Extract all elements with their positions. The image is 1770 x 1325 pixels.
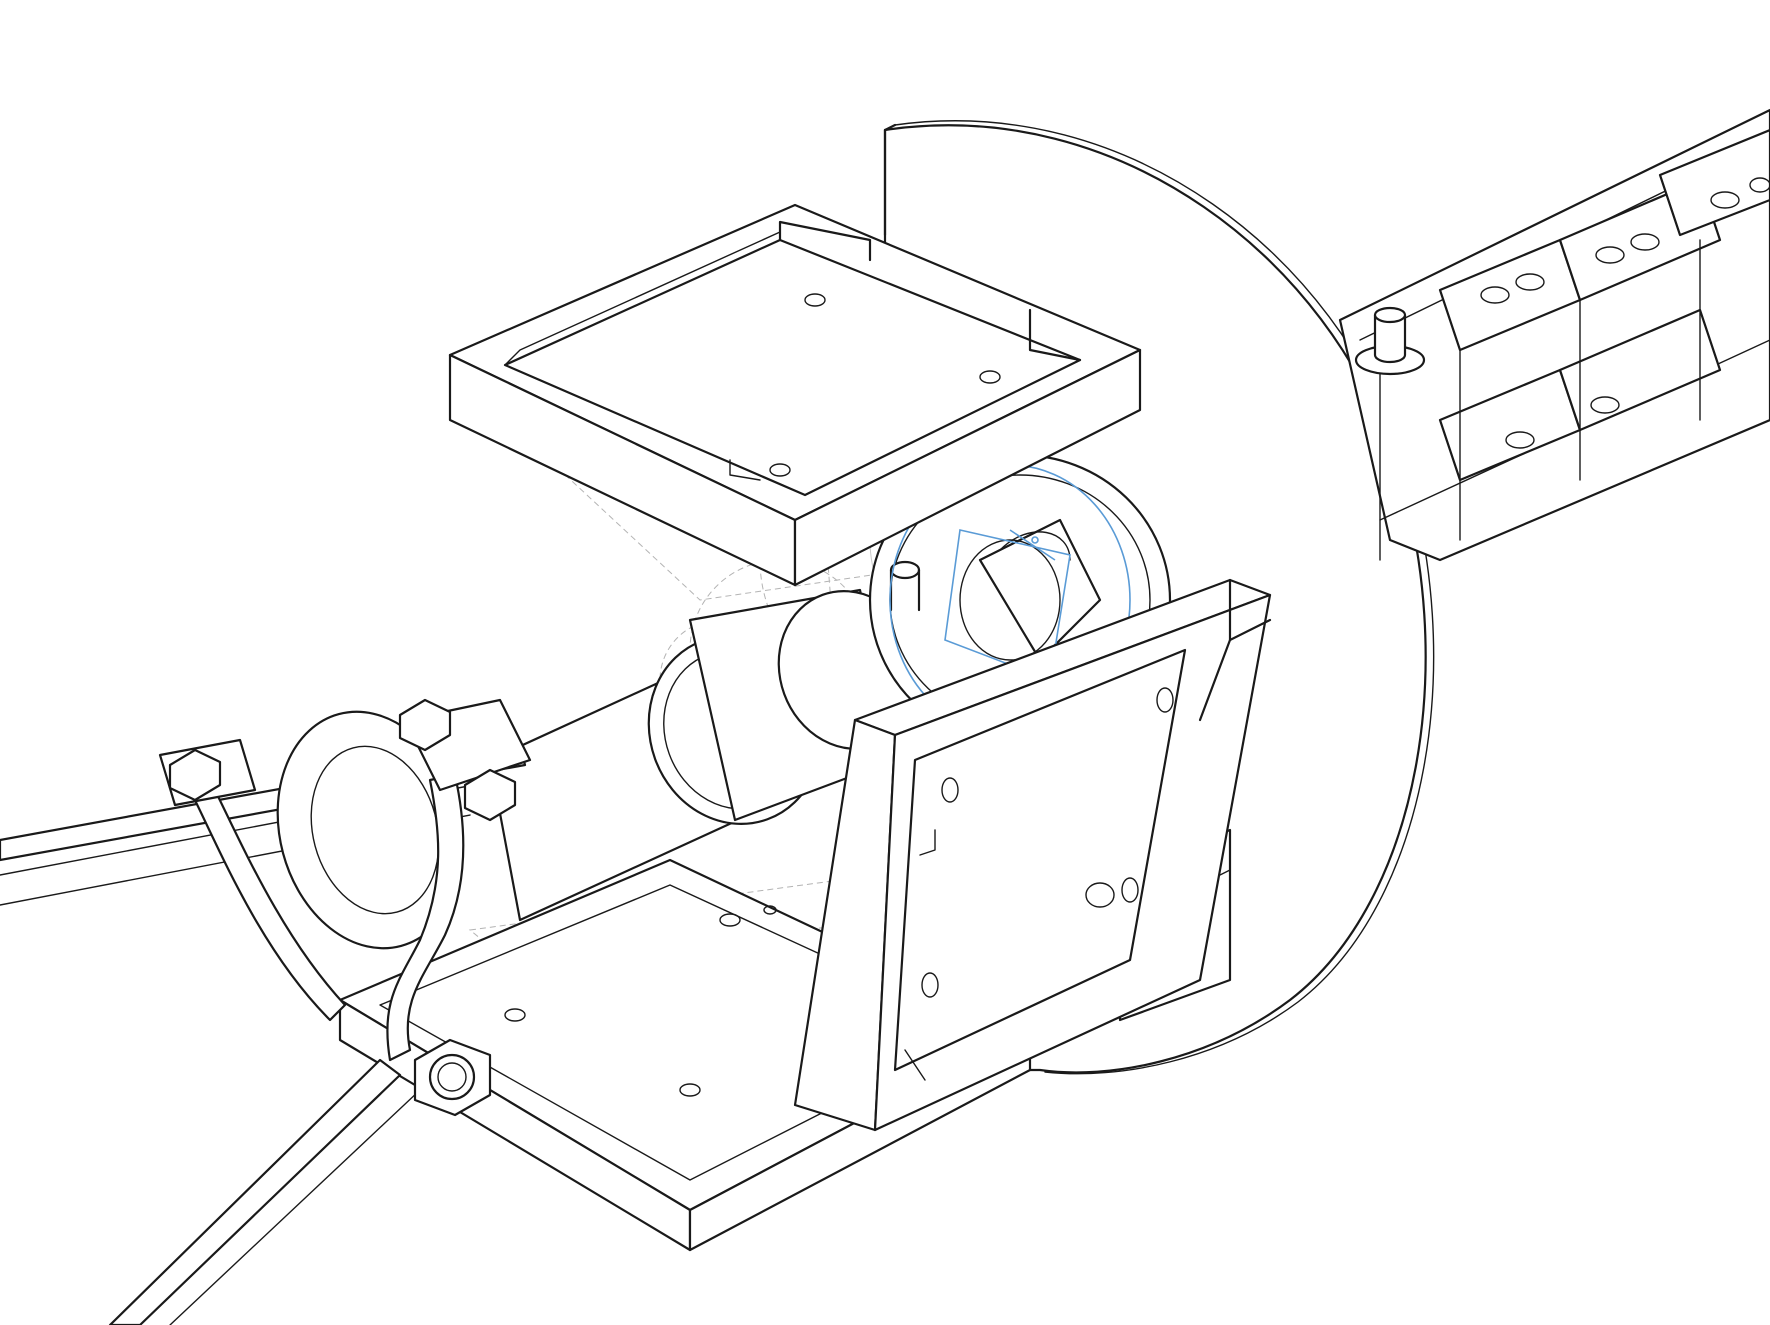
- pipe-clamp[interactable]: [158, 691, 532, 1062]
- tube[interactable]: [488, 571, 943, 922]
- hex-nut-top[interactable]: [168, 698, 517, 822]
- strut-lower[interactable]: [108, 1058, 421, 1325]
- chain-pin[interactable]: [1354, 306, 1426, 376]
- upper-bracket[interactable]: [448, 203, 1142, 587]
- hex-nut-bottom[interactable]: [413, 1038, 492, 1117]
- front-bracket[interactable]: [793, 578, 1272, 1132]
- cable-chain[interactable]: [1338, 108, 1770, 562]
